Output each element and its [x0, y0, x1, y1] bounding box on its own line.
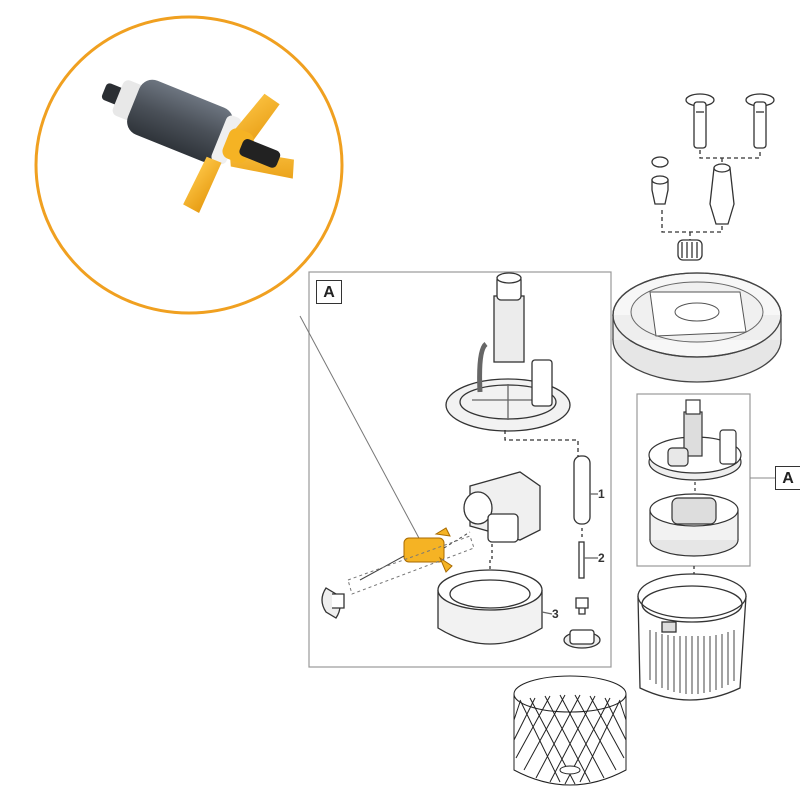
filter-basket-icon: [637, 566, 747, 701]
assembly-label-left: A: [316, 280, 342, 304]
part-3-ring: [437, 560, 553, 645]
lid-icon: [612, 272, 782, 383]
assembly-label-right: A: [775, 466, 800, 490]
part-number-2: 2: [598, 551, 605, 565]
part-number-1: 1: [598, 487, 605, 501]
spring-cap-icon: [677, 239, 703, 261]
pump-motor-icon: [463, 471, 541, 560]
assembly-frame-left: [299, 271, 612, 668]
part-1-2-stack: [563, 455, 601, 649]
part-number-3: 3: [552, 607, 559, 621]
nozzle-icon: [709, 163, 735, 225]
impeller-highlight: [347, 527, 475, 595]
end-cap-icon: [321, 587, 345, 619]
nozzle-group: [651, 156, 735, 261]
nozzle-icon: [651, 156, 669, 205]
pump-assembly-small: [648, 399, 742, 557]
mesh-basket-icon: [513, 675, 627, 786]
highlight-circle: [34, 15, 344, 315]
impeller-photo-icon: [101, 79, 294, 213]
screw-icon: [685, 93, 715, 149]
pump-head-assembly: [445, 272, 579, 460]
impeller-photo-callout: [34, 15, 344, 315]
screw-icon: [745, 93, 775, 149]
screws-group: [685, 93, 775, 168]
